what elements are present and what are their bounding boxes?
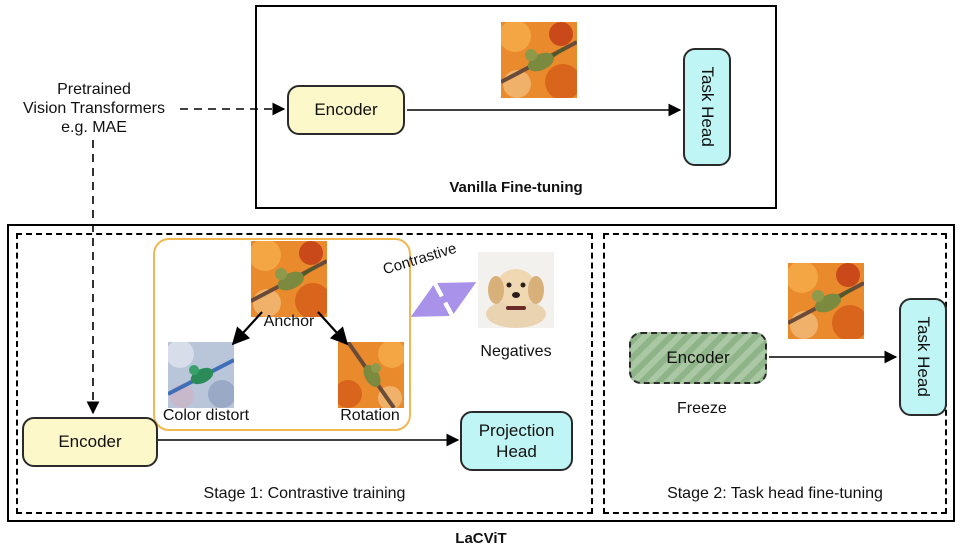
lacvit-title: LaCViT [455,530,507,547]
stage1-encoder: Encoder [22,417,158,467]
frozen-encoder: Encoder [629,332,767,384]
lacvit-panel [7,224,955,522]
pretrained-line-2: Vision Transformers [23,100,165,117]
vanilla-task-head: Task Head [683,48,731,166]
color-distort-bird-image [168,342,234,408]
contrastive-double-arrow [410,282,477,317]
stage2-task-head: Task Head [899,298,947,416]
stage1-panel [16,233,593,514]
vanilla-finetuning-title: Vanilla Fine-tuning [449,179,583,196]
rotation-bird-image [338,342,404,408]
anchor-label: Anchor [263,313,315,330]
stage2-bird-image [788,263,864,339]
frozen-encoder-label: Encoder [666,348,730,367]
augmentation-group [153,238,411,431]
stage1-caption: Stage 1: Contrastive training [203,485,406,502]
pretrained-vit-label: Pretrained Vision Transformers e.g. MAE [4,80,184,137]
projection-head-line-1: Projection [478,420,555,440]
anchor-to-color-distort-arrow [231,311,263,346]
negatives-label: Negatives [480,343,552,360]
projection-head-line-2: Head [496,442,537,461]
stage2-caption: Stage 2: Task head fine-tuning [667,485,883,502]
pretrained-line-3: e.g. MAE [61,119,127,136]
projection-head: Projection Head [460,411,573,471]
projection-head-label: Projection Head [479,420,555,463]
rotation-label: Rotation [340,407,400,424]
freeze-label: Freeze [677,400,727,417]
pretrained-line-1: Pretrained [57,81,131,98]
anchor-to-rotation-arrow [317,311,349,346]
vanilla-finetuning-panel [255,5,777,209]
anchor-bird-image [251,241,327,317]
vanilla-bird-image [501,22,577,98]
color-distort-label: Color distort [162,407,250,424]
vanilla-encoder: Encoder [287,85,405,135]
negative-dog-image [478,252,554,328]
